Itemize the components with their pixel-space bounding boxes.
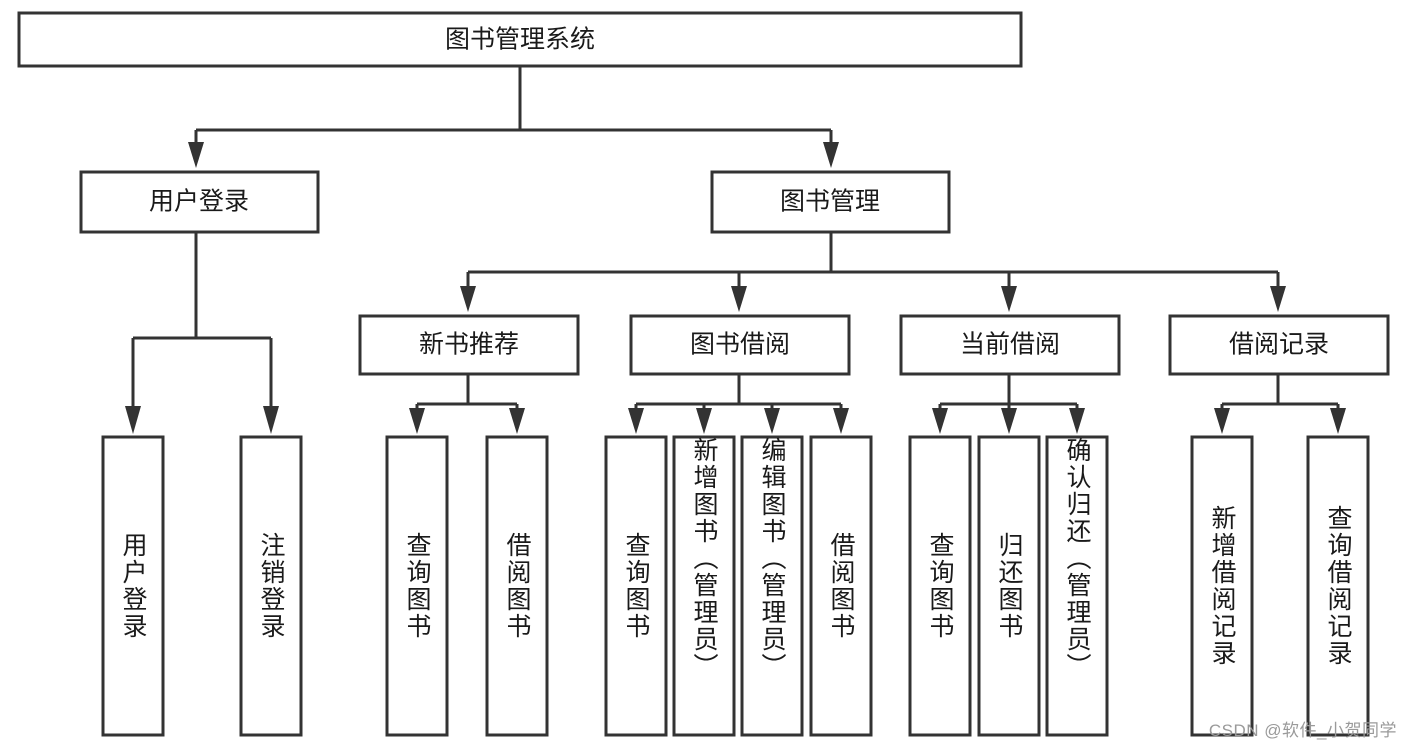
node-book-manage[interactable]: 图书管理 xyxy=(710,170,951,234)
arrow-head-user-login xyxy=(188,142,204,168)
arrow-head-current-borrow xyxy=(1001,286,1017,312)
leaf-borrow-book-1-box[interactable] xyxy=(485,435,549,737)
leaf-user-login-box[interactable] xyxy=(101,435,165,737)
node-book-borrow-label: 图书借阅 xyxy=(690,331,790,359)
node-book-borrow-box[interactable] xyxy=(629,314,851,376)
arrow-head-leaf-query-book-1 xyxy=(409,408,425,434)
arrow-head-borrow-record xyxy=(1270,286,1286,312)
node-user-login[interactable]: 用户登录 xyxy=(79,170,320,234)
leaf-add-book-box[interactable] xyxy=(672,435,736,737)
node-root-box[interactable] xyxy=(17,11,1023,68)
node-root[interactable]: 图书管理系统 xyxy=(17,11,1023,68)
csdn-watermark: CSDN @软件_小贺同学 xyxy=(1208,721,1397,740)
arrow-head-leaf-borrow-book-1 xyxy=(509,408,525,434)
arrow-head-leaf-query-record xyxy=(1330,408,1346,434)
node-user-login-label: 用户登录 xyxy=(149,188,249,216)
leaf-query-book-1-box[interactable] xyxy=(385,435,449,737)
leaf-query-book-3-box[interactable] xyxy=(908,435,972,737)
node-current-borrow-box[interactable] xyxy=(899,314,1121,376)
leaf-logout-login-box[interactable] xyxy=(239,435,303,737)
arrow-head-leaf-borrow-book-2 xyxy=(833,408,849,434)
leaf-query-book-2-box[interactable] xyxy=(604,435,668,737)
leaf-box-group xyxy=(101,435,1370,737)
leaf-add-record-box[interactable] xyxy=(1190,435,1254,737)
arrow-head-leaf-add-record xyxy=(1214,408,1230,434)
node-current-borrow[interactable]: 当前借阅 xyxy=(899,314,1121,376)
node-current-borrow-label: 当前借阅 xyxy=(960,331,1060,359)
node-book-manage-label: 图书管理 xyxy=(780,188,880,216)
arrow-head-leaf-return-book xyxy=(1001,408,1017,434)
arrow-head-leaf-user-login xyxy=(125,406,141,434)
node-new-book-recommend-box[interactable] xyxy=(358,314,580,376)
leaf-confirm-return-box[interactable] xyxy=(1045,435,1109,737)
arrow-head-leaf-add-book xyxy=(696,408,712,434)
arrow-head-book-borrow xyxy=(731,286,747,312)
node-new-book-recommend[interactable]: 新书推荐 xyxy=(358,314,580,376)
arrow-head-book-manage xyxy=(823,142,839,168)
node-root-label: 图书管理系统 xyxy=(445,26,595,54)
leaf-return-book-box[interactable] xyxy=(977,435,1041,737)
leaf-query-record-box[interactable] xyxy=(1306,435,1370,737)
arrow-head-leaf-logout-login xyxy=(263,406,279,434)
arrow-head-leaf-query-book-3 xyxy=(932,408,948,434)
connector-group xyxy=(125,66,1346,434)
node-user-login-box[interactable] xyxy=(79,170,320,234)
node-new-book-recommend-label: 新书推荐 xyxy=(419,331,519,359)
arrow-head-leaf-query-book-2 xyxy=(628,408,644,434)
node-book-borrow[interactable]: 图书借阅 xyxy=(629,314,851,376)
node-book-manage-box[interactable] xyxy=(710,170,951,234)
leaf-borrow-book-2-box[interactable] xyxy=(809,435,873,737)
leaf-edit-book-box[interactable] xyxy=(740,435,804,737)
arrow-head-leaf-edit-book xyxy=(764,408,780,434)
arrow-head-new-book-recommend xyxy=(460,286,476,312)
node-borrow-record-label: 借阅记录 xyxy=(1229,331,1329,359)
node-borrow-record[interactable]: 借阅记录 xyxy=(1168,314,1390,376)
arrow-head-leaf-confirm-return xyxy=(1069,408,1085,434)
node-borrow-record-box[interactable] xyxy=(1168,314,1390,376)
